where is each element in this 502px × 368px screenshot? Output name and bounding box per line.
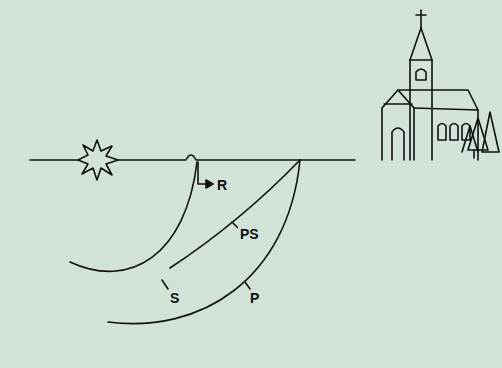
s-wavefront (70, 162, 197, 271)
wave-label: S (168, 290, 181, 306)
wave-label: P (248, 290, 261, 306)
tree-drawing (462, 112, 499, 158)
arrowhead (206, 180, 213, 188)
wave-label: R (215, 177, 229, 193)
p-wavefront (108, 160, 300, 324)
ps-ray (170, 160, 300, 268)
explosion-symbol (78, 140, 118, 180)
leader-line (162, 280, 168, 289)
church-drawing (382, 10, 478, 160)
wave-label: PS (238, 226, 261, 242)
leader-line (245, 282, 250, 289)
rayleigh-tick (198, 162, 212, 184)
